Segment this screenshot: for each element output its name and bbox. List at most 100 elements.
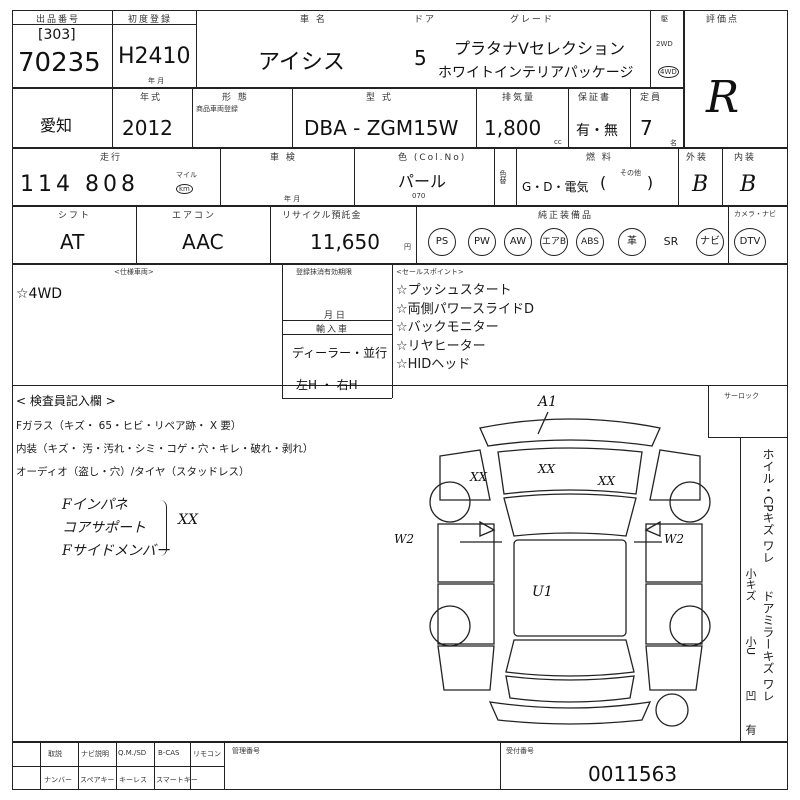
equip-pw: PW: [468, 228, 496, 256]
left-rear-door: [437, 583, 495, 645]
footer-item: スマートキー: [156, 776, 198, 784]
mark-hood: XX: [538, 462, 556, 476]
hood: [497, 447, 643, 495]
year-label: 年式: [140, 93, 163, 103]
equip-label: 純正装備品: [538, 211, 594, 221]
inspector-hand-mark: XX: [178, 512, 198, 528]
left-mirror: [479, 520, 496, 537]
row-spec-sales: [12, 264, 788, 386]
inspection-label: 車 検: [270, 153, 297, 163]
footer-item: スペアキー: [80, 776, 115, 784]
sunroof-label: サーロック: [724, 392, 759, 400]
interior-label: 内装: [734, 153, 757, 163]
receipt-label: 受付番号: [506, 747, 534, 755]
grade-eval-label: 評価点: [706, 15, 740, 25]
inspector-notes: Fインパネ コアサポート Fサイドメンバー: [62, 494, 170, 563]
sales-point: ☆バックモニター: [396, 320, 499, 335]
lot-number: 70235: [18, 48, 101, 78]
side-text-3: 小U: [744, 636, 757, 656]
sales-point: ☆両側パワースライドD: [396, 301, 535, 317]
left-rear-quarter: [437, 645, 495, 691]
sales-point: ☆プッシュスタート: [396, 283, 512, 298]
sales-point: ☆HIDヘッド: [396, 357, 471, 372]
equip-navi: ナビ: [696, 228, 724, 256]
fuel-other: その他: [620, 169, 641, 177]
aircon: AAC: [182, 230, 224, 254]
note-line: Fサイドメンバー: [62, 543, 170, 559]
sales-label: <セールスポイント>: [396, 268, 464, 276]
footer-item: ナビ説明: [81, 750, 109, 758]
footer-item: B-CAS: [158, 749, 180, 757]
first-reg: H2410: [118, 44, 191, 69]
fuel-label: 燃 料: [586, 153, 613, 163]
spec: ☆4WD: [16, 286, 63, 302]
footer-item: 取説: [48, 750, 62, 758]
side-text-5: 有: [744, 724, 757, 735]
area: 愛知: [40, 116, 73, 135]
rear-bumper: [488, 701, 652, 725]
mileage-unit: km: [176, 184, 193, 194]
import-label: 輸入車: [316, 325, 350, 335]
fuel: G・D・電気: [522, 180, 589, 194]
row-year-model: [12, 88, 684, 148]
inspection-unit: 年 月: [284, 195, 301, 203]
left-front-wheel: [429, 481, 471, 523]
warranty: 有・無: [576, 123, 618, 139]
spare-tire: [655, 693, 689, 727]
equip-dtv: DTV: [734, 228, 766, 256]
footer-item: キーレス: [119, 776, 147, 784]
drive-label: 駆: [661, 15, 668, 23]
model-code: DBA - ZGM15W: [304, 116, 459, 140]
footer-item: リモコン: [193, 750, 221, 758]
grade-eval: R: [706, 72, 740, 123]
sunroof-box: [708, 386, 788, 438]
right-rear-door: [645, 583, 703, 645]
mgmt-label: 管理番号: [232, 747, 260, 755]
right-rear-wheel: [669, 605, 711, 647]
cc-unit: cc: [554, 138, 562, 146]
lot-label: 出品番号: [36, 15, 81, 25]
color-label: 色 (Col.No): [398, 153, 467, 163]
spec-label: <仕様車両>: [114, 268, 154, 276]
recycle-unit: 円: [404, 243, 411, 251]
receipt: 0011563: [588, 762, 678, 786]
sales-point: ☆リヤヒーター: [396, 338, 486, 354]
header-row: [12, 10, 684, 88]
grade-line2: ホワイトインテリアパッケージ: [438, 65, 634, 81]
rear-window: [505, 639, 635, 677]
side-text-main: ホイル・CPキズ ワレ: [761, 448, 775, 564]
mileage: 114 808: [20, 172, 139, 197]
equip-abs: ABS: [576, 228, 604, 256]
recycle-label: リサイクル預託金: [282, 211, 362, 221]
left-front-door: [437, 523, 495, 583]
sales-points: ☆プッシュスタート ☆両側パワースライドD ☆バックモニター ☆リヤヒーター ☆…: [396, 282, 534, 375]
shift: AT: [60, 230, 85, 254]
equip-aw: AW: [504, 228, 532, 256]
mark-left-side: W2: [394, 532, 414, 546]
grade-eval-box: [684, 10, 788, 148]
first-reg-label: 初度登録: [128, 15, 173, 25]
note-brace: [160, 500, 167, 556]
model-name: アイシス: [258, 50, 345, 75]
equip-extra-label: カメラ・ナビ: [734, 210, 776, 218]
side-text-1: 小キズ: [744, 568, 757, 601]
right-rear-quarter: [645, 645, 703, 691]
inspector-label: < 検査員記入欄 >: [16, 394, 116, 408]
inspector-section: [12, 386, 788, 742]
interior: B: [740, 172, 757, 197]
car-diagram: [429, 411, 711, 727]
handle: 左H ・ 右H: [296, 378, 358, 392]
mileage-label: 走行: [100, 153, 123, 163]
grade-line1: プラタナVセレクション: [454, 39, 625, 58]
roof: [513, 539, 627, 637]
mileage-unit-top: マイル: [176, 171, 197, 179]
model-name-label: 車 名: [300, 15, 327, 25]
grade-label: グレード: [510, 15, 555, 25]
reg-period-unit: 月 日: [324, 311, 345, 321]
color: パール: [398, 172, 447, 191]
mark-right-front: XX: [598, 474, 616, 488]
mark-roof: U1: [532, 584, 553, 600]
mark-left-front: XX: [470, 470, 488, 484]
audio-row: オーディオ（盗し・穴）/タイヤ（スタッドレス）: [16, 466, 250, 478]
mark-front: A1: [538, 394, 558, 410]
